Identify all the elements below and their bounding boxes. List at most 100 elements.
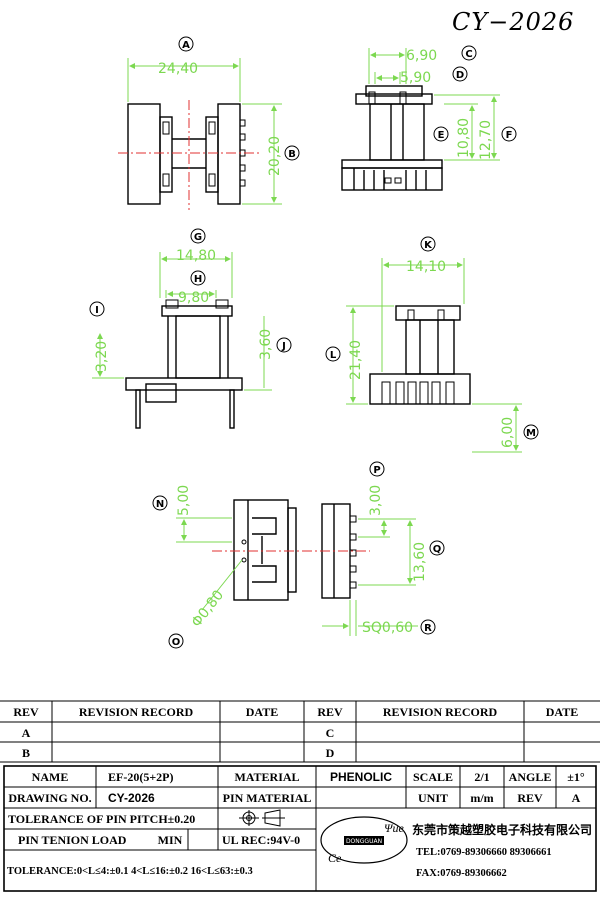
dim-b-text: 20,20 [267,136,283,176]
view-bottom [233,499,357,601]
dim-q-text: 13,60 [412,542,428,582]
view-front-dims [368,48,500,161]
revision-record-header-left: REVISION RECORD [79,705,194,719]
dim-h-text: 9,80 [178,290,209,306]
callout-h: H [190,270,206,286]
view-side-right-dims [346,258,522,453]
svg-text:L: L [330,350,337,361]
angle-label: ANGLE [509,770,552,784]
callout-l: L [325,346,341,362]
callout-n: N [152,495,168,511]
scale-value: 2/1 [474,770,489,784]
callout-k: K [420,236,436,252]
drawing-no-label: DRAWING NO. [8,791,91,805]
projection-symbol-icon [239,809,285,827]
callout-e: E [433,126,449,142]
rev-label: REV [517,791,543,805]
company-fax: FAX:0769-89306662 [416,868,507,879]
pin-tension-label: PIN TENION LOAD [18,833,127,847]
dim-a-text: 24,40 [158,61,198,77]
revision-record-header-right: REVISION RECORD [383,705,498,719]
svg-text:R: R [424,623,432,634]
date-header-right: DATE [546,705,578,719]
svg-text:C: C [465,49,472,60]
pitch-tolerance: TOLERANCE OF PIN PITCH±0.20 [8,812,195,826]
ul-rec: UL REC:94V-0 [222,833,300,847]
svg-text:N: N [156,499,164,510]
rev-row-b: B [22,746,30,760]
svg-text:D: D [456,70,464,81]
callout-a: A [178,36,194,52]
rev-row-d: D [326,746,335,760]
view-top [127,103,246,205]
dim-g-text: 14,80 [176,248,216,264]
svg-text:Q: Q [433,544,442,555]
part-code-title: CY−2026 [452,8,574,36]
callout-m: M [523,424,539,440]
view-top-dims [127,58,282,205]
dim-e-text: 10,80 [456,118,472,158]
drawing-no-value: CY-2026 [108,791,155,805]
dim-i-text: 3,20 [94,341,110,372]
dim-j-text: 3,60 [258,329,274,360]
dim-n-text: 5,00 [176,485,192,516]
rev-header-left: REV [13,705,39,719]
callouts: A B C D E F G H I J K L M N O P Q R [89,36,539,649]
dim-r-text: SQ0,60 [362,620,413,636]
revision-table [0,700,600,763]
name-label: NAME [32,770,69,784]
company-logo-icon: DONGGUAN Ψue Ce [320,816,408,865]
dim-m-text: 6,00 [500,417,516,448]
callout-f: F [501,126,517,142]
angle-value: ±1° [567,770,585,784]
callout-p: P [369,461,385,477]
view-side-dims [92,252,272,391]
company-tel: TEL:0769-89306660 89306661 [416,847,552,858]
material-label: MATERIAL [234,770,299,784]
callout-g: G [190,228,206,244]
callout-c: C [461,45,477,61]
dim-k-text: 14,10 [406,259,446,275]
logo-badge: DONGGUAN [346,838,382,845]
title-block-grid [3,765,597,892]
svg-text:F: F [506,130,513,141]
pin-material-label: PIN MATERIAL [223,791,312,805]
logo-ce: Ce [328,851,342,865]
view-side [125,299,243,429]
rev-value: A [572,791,581,805]
svg-text:I: I [95,305,99,316]
svg-text:H: H [194,274,202,285]
company-name-cn: 东莞市策越塑胶电子科技有限公司 [412,822,592,837]
callout-b: B [284,145,300,161]
material-value: PHENOLIC [330,770,392,784]
dim-c-text: 6,90 [406,48,437,64]
callout-j: J [276,337,292,353]
view-top-centerlines [118,100,260,210]
view-front [341,85,443,191]
callout-d: D [452,66,468,82]
tolerance-text: TOLERANCE:0<L≤4:±0.1 4<L≤16:±0.2 16<L≤63… [7,866,253,877]
dim-l-text: 21,40 [348,340,364,380]
date-header-left: DATE [246,705,278,719]
svg-text:G: G [194,232,202,243]
view-side-right [369,305,471,405]
svg-text:E: E [438,130,445,141]
svg-text:P: P [373,465,380,476]
view-bottom-dims [176,517,418,636]
dim-p-text: 3,00 [368,485,384,516]
svg-text:A: A [182,40,190,51]
dim-d-text: 5,90 [400,70,431,86]
name-value: EF-20(5+2P) [108,770,174,784]
svg-text:J: J [281,341,286,352]
callout-q: Q [429,540,445,556]
pin-tension-value: MIN [158,833,183,847]
rev-row-c: C [326,726,335,740]
callout-o: O [168,633,184,649]
logo-yue: Ψue [384,821,404,835]
rev-header-right: REV [317,705,343,719]
unit-label: UNIT [418,791,448,805]
svg-text:B: B [288,149,296,160]
rev-row-a: A [22,726,31,740]
dim-f-text: 12,70 [478,120,494,160]
